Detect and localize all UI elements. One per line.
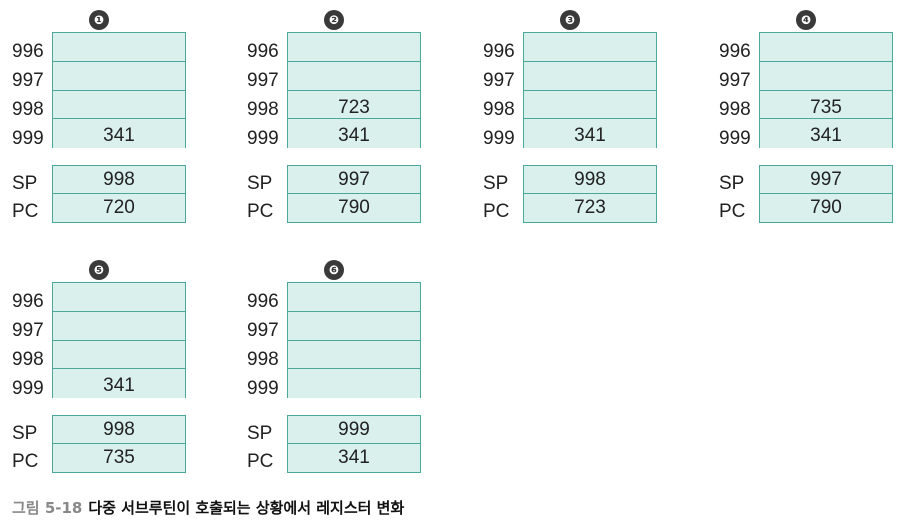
register-label: PC — [12, 451, 39, 472]
pc-value: 735 — [53, 444, 185, 472]
register-stack: 997 790 — [287, 165, 421, 223]
memory-cell — [288, 340, 420, 370]
address-label: 999 — [483, 128, 515, 149]
memory-cell — [288, 311, 420, 341]
sp-value: 998 — [53, 166, 185, 194]
register-stack: 998 735 — [52, 415, 186, 473]
sp-value: 997 — [288, 166, 420, 194]
address-label: 996 — [12, 291, 44, 312]
memory-cell — [53, 311, 185, 341]
pc-value: 790 — [760, 194, 892, 222]
register-stack: 998 720 — [52, 165, 186, 223]
memory-cell: 341 — [524, 119, 656, 148]
memory-cell — [524, 61, 656, 91]
memory-cell — [760, 61, 892, 91]
memory-cell — [288, 369, 420, 398]
panel-2: ❷ 996 997 998 999 723 341 SP PC 997 790 — [247, 10, 437, 232]
memory-cell — [53, 283, 185, 312]
memory-cell: 723 — [288, 90, 420, 120]
address-label: 996 — [247, 291, 279, 312]
address-label: 997 — [12, 70, 44, 91]
figure-number: 그림 5-18 — [12, 499, 83, 517]
pc-value: 723 — [524, 194, 656, 222]
register-label: SP — [12, 423, 38, 444]
pc-value: 341 — [288, 444, 420, 472]
address-label: 999 — [719, 128, 751, 149]
memory-stack: 341 — [52, 32, 186, 148]
memory-stack: 341 — [523, 32, 657, 148]
address-label: 998 — [12, 99, 44, 120]
step-badge: ❹ — [796, 10, 816, 30]
address-label: 998 — [247, 349, 279, 370]
memory-stack: 723 341 — [287, 32, 421, 148]
panel-5: ❺ 996 997 998 999 341 SP PC 998 735 — [12, 260, 202, 482]
address-label: 997 — [719, 70, 751, 91]
memory-cell — [524, 33, 656, 62]
register-label: PC — [12, 201, 39, 222]
address-label: 999 — [12, 128, 44, 149]
memory-cell: 341 — [760, 119, 892, 148]
step-badge: ❺ — [89, 260, 109, 280]
memory-stack: 341 — [52, 282, 186, 398]
memory-stack — [287, 282, 421, 398]
address-label: 999 — [12, 378, 44, 399]
register-label: PC — [719, 201, 746, 222]
memory-cell — [53, 340, 185, 370]
memory-cell: 735 — [760, 90, 892, 120]
address-label: 997 — [12, 320, 44, 341]
register-stack: 997 790 — [759, 165, 893, 223]
sp-value: 998 — [53, 416, 185, 444]
sp-value: 999 — [288, 416, 420, 444]
address-label: 998 — [247, 99, 279, 120]
memory-cell — [524, 90, 656, 120]
address-label: 998 — [12, 349, 44, 370]
memory-cell — [288, 33, 420, 62]
step-badge: ❷ — [324, 10, 344, 30]
address-label: 999 — [247, 378, 279, 399]
panel-1: ❶ 996 997 998 999 341 SP PC 998 720 — [12, 10, 202, 232]
register-label: SP — [247, 173, 273, 194]
address-label: 999 — [247, 128, 279, 149]
figure-title: 다중 서브루틴이 호출되는 상황에서 레지스터 변화 — [88, 499, 405, 517]
memory-cell: 341 — [53, 119, 185, 148]
address-label: 996 — [483, 41, 515, 62]
memory-cell — [288, 283, 420, 312]
register-label: SP — [483, 173, 509, 194]
address-label: 996 — [12, 41, 44, 62]
address-label: 997 — [483, 70, 515, 91]
register-stack: 998 723 — [523, 165, 657, 223]
register-label: PC — [483, 201, 510, 222]
register-label: SP — [719, 173, 745, 194]
figure-caption: 그림 5-18 다중 서브루틴이 호출되는 상황에서 레지스터 변화 — [12, 497, 404, 518]
register-label: PC — [247, 451, 274, 472]
sp-value: 998 — [524, 166, 656, 194]
address-label: 996 — [247, 41, 279, 62]
step-badge: ❶ — [89, 10, 109, 30]
pc-value: 720 — [53, 194, 185, 222]
register-stack: 999 341 — [287, 415, 421, 473]
pc-value: 790 — [288, 194, 420, 222]
register-label: SP — [247, 423, 273, 444]
memory-cell: 341 — [288, 119, 420, 148]
step-badge: ❻ — [324, 260, 344, 280]
address-label: 996 — [719, 41, 751, 62]
address-label: 997 — [247, 70, 279, 91]
address-label: 998 — [719, 99, 751, 120]
panel-4: ❹ 996 997 998 999 735 341 SP PC 997 790 — [719, 10, 907, 232]
memory-cell — [53, 61, 185, 91]
register-label: SP — [12, 173, 38, 194]
step-badge: ❸ — [560, 10, 580, 30]
memory-cell — [53, 33, 185, 62]
panel-3: ❸ 996 997 998 999 341 SP PC 998 723 — [483, 10, 673, 232]
memory-cell — [760, 33, 892, 62]
memory-cell: 341 — [53, 369, 185, 398]
memory-cell — [288, 61, 420, 91]
address-label: 997 — [247, 320, 279, 341]
panel-6: ❻ 996 997 998 999 SP PC 999 341 — [247, 260, 437, 482]
memory-cell — [53, 90, 185, 120]
address-label: 998 — [483, 99, 515, 120]
memory-stack: 735 341 — [759, 32, 893, 148]
sp-value: 997 — [760, 166, 892, 194]
register-label: PC — [247, 201, 274, 222]
